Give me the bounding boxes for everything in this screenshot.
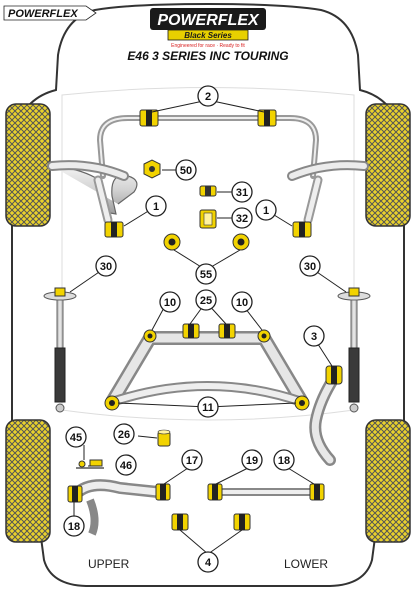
tyre-front-right	[365, 103, 411, 227]
callout-17: 17	[181, 449, 203, 471]
callout-32: 32	[231, 207, 253, 229]
rear-subframe	[104, 323, 310, 411]
svg-text:10: 10	[164, 297, 176, 309]
svg-text:18: 18	[68, 521, 80, 533]
callout-18-right: 18	[273, 449, 295, 471]
svg-text:31: 31	[236, 187, 248, 199]
callout-30-right: 30	[299, 255, 321, 277]
svg-text:3: 3	[311, 331, 317, 343]
callout-45: 45	[65, 426, 87, 448]
tyre-rear-left	[5, 419, 51, 543]
svg-text:30: 30	[304, 261, 316, 273]
label-upper: UPPER	[88, 557, 130, 571]
part-55-bush-right	[232, 233, 250, 251]
callout-18-left: 18	[63, 515, 85, 537]
callout-10-left: 10	[159, 291, 181, 313]
svg-text:55: 55	[200, 269, 212, 281]
svg-text:Black Series: Black Series	[184, 31, 232, 40]
svg-text:18: 18	[278, 455, 290, 467]
leader-lines	[69, 99, 347, 555]
callout-50: 50	[175, 159, 197, 181]
callout-46: 46	[115, 454, 137, 476]
callout-25: 25	[195, 289, 217, 311]
svg-text:50: 50	[180, 165, 192, 177]
callout-3: 3	[303, 325, 325, 347]
corner-logo: POWERFLEX	[3, 5, 97, 21]
svg-text:32: 32	[236, 213, 248, 225]
callout-31: 31	[231, 181, 253, 203]
callout-4: 4	[197, 551, 219, 573]
svg-text:4: 4	[205, 557, 212, 569]
part-45-46-small	[76, 459, 104, 469]
damper-right	[337, 287, 371, 413]
part-26-bush	[157, 429, 171, 447]
part-55-bush-left	[163, 233, 181, 251]
tyre-front-left	[5, 103, 51, 227]
svg-text:11: 11	[202, 402, 214, 414]
svg-text:2: 2	[205, 91, 211, 103]
rear-upper-arm	[67, 479, 171, 536]
part-31-bush	[199, 185, 217, 197]
main-logo: POWERFLEX Black Series Engineered for ra…	[150, 8, 266, 49]
callout-26: 26	[113, 423, 135, 445]
rear-trailing-arm	[309, 365, 343, 466]
svg-text:Engineered for race · Ready to: Engineered for race · Ready to fit	[171, 43, 245, 49]
svg-text:19: 19	[246, 455, 258, 467]
front-anti-roll-bar	[96, 115, 320, 179]
svg-text:30: 30	[100, 261, 112, 273]
svg-text:POWERFLEX: POWERFLEX	[8, 8, 78, 20]
label-lower: LOWER	[284, 557, 328, 571]
rear-arb-bushes	[171, 513, 251, 531]
callout-1-left: 1	[145, 195, 167, 217]
svg-text:17: 17	[186, 455, 198, 467]
svg-text:10: 10	[236, 297, 248, 309]
car-inner-panel	[61, 87, 355, 421]
callout-2: 2	[197, 85, 219, 107]
front-arm-left	[51, 165, 138, 215]
svg-text:POWERFLEX: POWERFLEX	[157, 12, 260, 29]
svg-text:46: 46	[120, 460, 132, 472]
svg-text:1: 1	[263, 205, 269, 217]
callout-55: 55	[195, 263, 217, 285]
svg-text:26: 26	[118, 429, 130, 441]
page-title: E46 3 SERIES INC TOURING	[127, 49, 288, 63]
part-32-insert	[199, 209, 217, 229]
tyre-rear-right	[365, 419, 411, 543]
callout-30-left: 30	[95, 255, 117, 277]
callout-19: 19	[241, 449, 263, 471]
svg-text:45: 45	[70, 432, 82, 444]
callout-11: 11	[197, 396, 219, 418]
rear-lower-link	[207, 483, 325, 501]
callout-1-right: 1	[255, 199, 277, 221]
svg-text:1: 1	[153, 201, 159, 213]
svg-text:25: 25	[200, 295, 212, 307]
part-50-nut	[143, 159, 161, 179]
damper-left	[43, 287, 77, 413]
callout-10-right: 10	[231, 291, 253, 313]
